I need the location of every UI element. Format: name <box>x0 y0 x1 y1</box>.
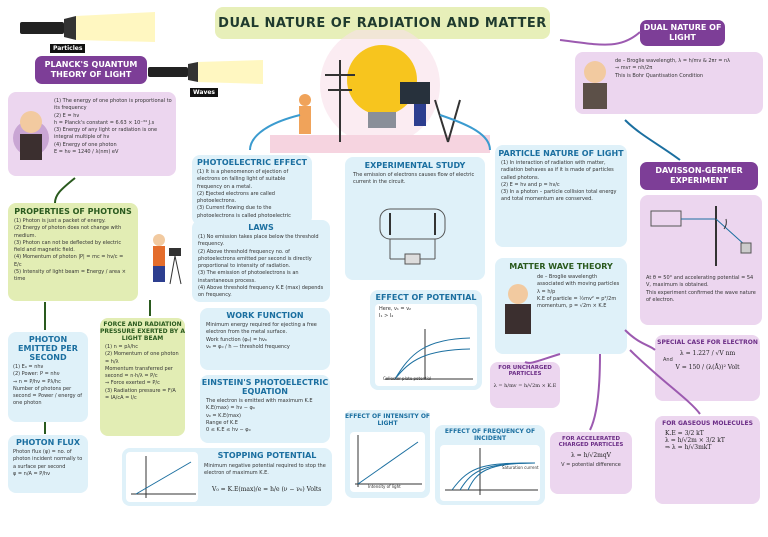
portrait-planck <box>12 102 50 162</box>
photon-flux-box: PHOTON FLUX Photon flux (φ) = no. of pho… <box>8 435 88 493</box>
einstein-heading: EINSTEIN'S PHOTOELECTRIC EQUATION <box>201 378 329 396</box>
particle-nature-heading: PARTICLE NATURE OF LIGHT <box>498 149 624 158</box>
stopping-graph <box>126 452 198 502</box>
intensity-box: EFFECT OF INTENSITY OF LIGHT Intensity o… <box>345 410 430 498</box>
intensity-x-label: Intensity of light <box>368 484 401 489</box>
matter-wave-box: MATTER WAVE THEORY de – Broglie waveleng… <box>495 258 627 354</box>
experimental-heading: EXPERIMENTAL STUDY <box>364 161 466 170</box>
portrait-de-broglie <box>501 276 535 336</box>
accelerated-heading: FOR ACCELERATED CHARGED PARTICLES <box>558 436 624 448</box>
gaseous-box: FOR GASEOUS MOLECULES K.E = 3/2 kT λ = h… <box>655 416 760 504</box>
photoelectric-text: (1) It is a phenomenon of ejection of el… <box>197 169 291 226</box>
gaseous-heading: FOR GASEOUS MOLECULES <box>662 420 753 427</box>
special-case-heading: SPECIAL CASE FOR ELECTRON <box>657 339 758 346</box>
uncharged-formula: λ = h/mv = h/√2m × K.E <box>493 383 557 389</box>
davisson-box: At θ = 50° and accelerating potential = … <box>640 195 762 325</box>
laws-heading: LAWS <box>248 223 274 232</box>
photon-flux-text: Photon flux (φ) = no. of photon incident… <box>13 449 83 477</box>
einstein-text: The electron is emitted with maximum K.E… <box>206 398 313 433</box>
special-case-box: SPECIAL CASE FOR ELECTRON λ = 1.227 / √V… <box>655 335 760 401</box>
davisson-text: At θ = 50° and accelerating potential = … <box>646 275 756 303</box>
effect-potential-x-label: Collector plate potential <box>383 376 432 381</box>
laws-text: (1) No emission takes place below the th… <box>198 234 324 298</box>
portrait-einstein <box>579 56 611 111</box>
experimental-text: The emission of electrons causes flow of… <box>353 172 475 186</box>
central-illustration <box>270 25 490 155</box>
photon-emitted-heading: PHOTON EMITTED PER SECOND <box>18 335 78 362</box>
dual-nature-heading: DUAL NATURE OF LIGHT <box>640 20 725 46</box>
special-case-formula1: λ = 1.227 / √V nm <box>679 350 736 357</box>
properties-heading: PROPERTIES OF PHOTONS <box>14 207 132 216</box>
photon-emitted-box: PHOTON EMITTED PER SECOND (1) E₀ = nhν (… <box>8 332 88 422</box>
intensity-heading: EFFECT OF INTENSITY OF LIGHT <box>345 413 431 427</box>
planck-box: (1) The energy of one photon is proporti… <box>8 92 176 176</box>
dual-nature-box: de – Broglie wavelength, λ = h/mv & 2πr … <box>575 52 763 114</box>
force-box: FORCE AND RADIATION PRESSURE EXERTED BY … <box>100 318 185 436</box>
frequency-note: Saturation current <box>502 465 539 470</box>
properties-box: PROPERTIES OF PHOTONS (1) Photon is just… <box>8 203 138 301</box>
work-function-box: WORK FUNCTION Minimum energy required fo… <box>200 308 330 370</box>
effect-potential-box: EFFECT OF POTENTIAL Here, ν₁ = ν₂ I₁ > I… <box>370 290 482 390</box>
work-function-heading: WORK FUNCTION <box>226 311 304 320</box>
effect-potential-graph: Here, ν₁ = ν₂ I₁ > I₂ Collector plate po… <box>375 304 477 386</box>
davisson-heading: DAVISSON-GERMER EXPERIMENT <box>640 162 758 190</box>
planck-text: (1) The energy of one photon is proporti… <box>54 98 172 155</box>
matter-wave-heading: MATTER WAVE THEORY <box>509 262 613 271</box>
experiment-circuit <box>379 208 446 265</box>
matter-wave-text: de – Broglie wavelength associated with … <box>537 274 620 309</box>
gaseous-text: K.E = 3/2 kT λ = h/√2m × 3/2 kT ⇒ λ = h/… <box>665 430 725 451</box>
particle-nature-box: PARTICLE NATURE OF LIGHT (1) In interact… <box>495 145 627 247</box>
accelerated-formula: λ = h/√2mqV <box>570 452 612 459</box>
frequency-box: EFFECT OF FREQUENCY OF INCIDENT Saturati… <box>435 425 545 505</box>
accelerated-note: V = potential difference <box>561 462 621 468</box>
frequency-heading: EFFECT OF FREQUENCY OF INCIDENT <box>444 428 536 442</box>
stopping-box: STOPPING POTENTIAL Minimum negative pote… <box>122 448 332 506</box>
force-heading: FORCE AND RADIATION PRESSURE EXERTED BY … <box>100 321 185 342</box>
work-function-text: Minimum energy required for ejecting a f… <box>206 322 317 350</box>
photoelectric-box: PHOTOELECTRIC EFFECT (1) It is a phenome… <box>192 155 312 226</box>
planck-heading: PLANCK'S QUANTUM THEORY OF LIGHT <box>35 56 147 84</box>
einstein-box: EINSTEIN'S PHOTOELECTRIC EQUATION The el… <box>200 375 330 443</box>
waves-label: Waves <box>190 88 219 97</box>
force-text: (1) n = pλ/hc (2) Momentum of one photon… <box>105 344 179 401</box>
photographer-illustration <box>145 230 185 285</box>
experimental-box: EXPERIMENTAL STUDY The emission of elect… <box>345 157 485 280</box>
stopping-formula: V₀ = K.E(max)/e = h/e (ν − ν₀) Volts <box>212 486 322 493</box>
laws-box: LAWS (1) No emission takes place below t… <box>192 220 330 302</box>
properties-text: (1) Photon is just a packet of energy. (… <box>14 218 126 282</box>
particles-label: Particles <box>50 44 86 53</box>
dual-nature-text: de – Broglie wavelength, λ = h/mv & 2πr … <box>615 58 731 79</box>
frequency-graph: Saturation current <box>440 445 540 501</box>
davisson-apparatus <box>650 206 752 266</box>
uncharged-heading: FOR UNCHARGED PARTICLES <box>498 365 552 377</box>
special-case-formula2: V = 150 / (λ(Å))² Volt <box>675 364 740 372</box>
effect-potential-heading: EFFECT OF POTENTIAL <box>375 293 477 302</box>
stopping-text: Minimum negative potential required to s… <box>204 463 326 477</box>
intensity-graph: Intensity of light <box>350 432 425 492</box>
accelerated-box: FOR ACCELERATED CHARGED PARTICLES λ = h/… <box>550 432 632 494</box>
photoelectric-heading: PHOTOELECTRIC EFFECT <box>197 158 307 167</box>
effect-potential-text: Here, ν₁ = ν₂ I₁ > I₂ <box>379 306 411 320</box>
flashlight-icon <box>20 12 155 42</box>
photon-emitted-text: (1) E₀ = nhν (2) Power: P = nhν ⇒ n = P/… <box>13 364 83 407</box>
particle-nature-text: (1) In interaction of radiation with mat… <box>501 160 617 203</box>
uncharged-box: FOR UNCHARGED PARTICLES λ = h/mv = h/√2m… <box>490 362 560 408</box>
stopping-heading: STOPPING POTENTIAL <box>217 451 317 460</box>
photon-flux-heading: PHOTON FLUX <box>15 438 81 447</box>
flashlight-icon <box>148 60 263 84</box>
